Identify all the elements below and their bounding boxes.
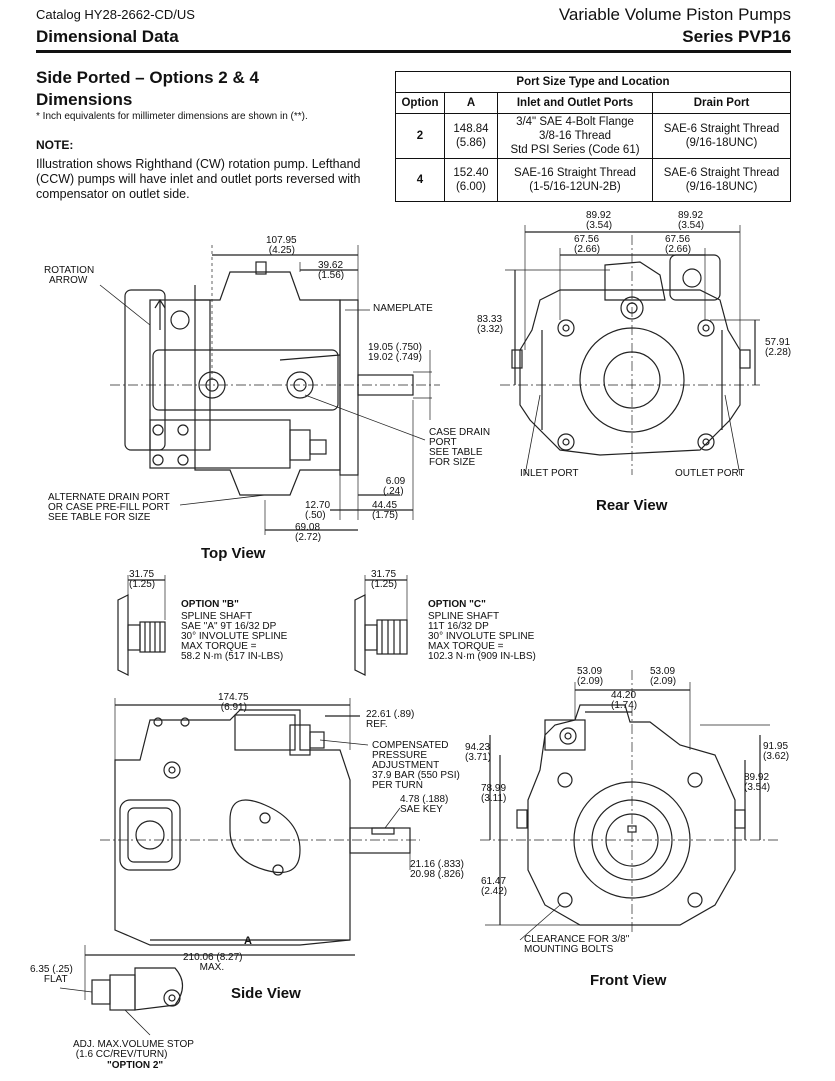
cell-inlet-3: Std PSI Series (Code 61) [510, 144, 640, 156]
note-heading: NOTE: [36, 138, 74, 152]
cell-a-in: (6.00) [455, 181, 487, 193]
flat-dim: 6.35 (.25) FLAT [30, 964, 73, 985]
dim-a-label: A [244, 935, 252, 947]
option-b-text: SPLINE SHAFT SAE "A" 9T 16/32 DP 30° INV… [181, 611, 288, 662]
series-name: Series PVP16 [682, 27, 791, 46]
cell-drain: SAE-6 Straight Thread (9/16-18UNC) [652, 158, 791, 202]
option-b-drawing [117, 575, 166, 676]
table-row: 4 152.40 (6.00) SAE-16 Straight Thread (1-… [395, 158, 791, 202]
dim-53-09-left: 53.09 (2.09) [577, 666, 604, 687]
dim-67-56-left: 67.56 (2.66) [574, 234, 601, 255]
nameplate-label: NAMEPLATE [373, 303, 433, 314]
cell-drain-2: (9/16-18UNC) [685, 137, 758, 149]
rotation-arrow-label: ROTATION ARROW [44, 265, 95, 286]
catalog-number: Catalog HY28-2662-CD/US [36, 7, 195, 22]
cell-inlet-2: 3/8-16 Thread [538, 130, 612, 142]
page-title: Side Ported – Options 2 & 4 Dimensions [36, 67, 366, 111]
dim-89-92: 89.92 (3.54) [744, 772, 771, 793]
top-view-drawing [99, 245, 440, 535]
option-c-dim: 31.75 (1.25) [371, 569, 398, 590]
inlet-port-label: INLET PORT [520, 468, 579, 479]
option-b-dim: 31.75 (1.25) [129, 569, 156, 590]
header-rule [36, 50, 791, 53]
dim-210-06: 210.06 (8.27) MAX. [183, 952, 243, 973]
option-b-title: OPTION "B" [181, 599, 239, 610]
cell-drain-1: SAE-6 Straight Thread [663, 167, 780, 179]
section-title: Dimensional Data [36, 27, 179, 46]
cell-a: 148.84 (5.86) [444, 113, 498, 159]
dim-6-09: 6.09 (.24) [383, 476, 406, 497]
dim-39-62: 39.62 (1.56) [318, 260, 345, 281]
outlet-port-label: OUTLET PORT [675, 468, 745, 479]
cell-drain-2: (9/16-18UNC) [685, 181, 758, 193]
dim-44-45: 44.45 (1.75) [372, 500, 399, 521]
cell-a-mm: 152.40 [453, 167, 489, 179]
option-c-text: SPLINE SHAFT 11T 16/32 DP 30° INVOLUTE S… [428, 611, 536, 662]
inch-footnote: * Inch equivalents for millimeter dimens… [36, 111, 308, 122]
cell-inlet-1: SAE-16 Straight Thread [514, 167, 636, 179]
cell-inlet: SAE-16 Straight Thread (1-5/16-12UN-2B) [497, 158, 653, 202]
front-view-drawing [480, 670, 780, 941]
rear-view-drawing [500, 225, 760, 476]
port-table-title: Port Size Type and Location [395, 71, 791, 93]
dim-91-95: 91.95 (3.62) [763, 741, 790, 762]
dim-78-99: 78.99 (3.11) [481, 783, 507, 804]
side-view-drawing [59, 698, 420, 1036]
dim-22-61: 22.61 (.89) REF. [366, 709, 415, 730]
clearance-label: CLEARANCE FOR 3/8" MOUNTING BOLTS [524, 934, 630, 955]
dim-94-23: 94.23 (3.71) [465, 742, 492, 763]
note-text: Illustration shows Righthand (CW) rotati… [36, 157, 361, 201]
shaft-diameter-dim: 19.05 (.750) 19.02 (.749) [368, 342, 422, 363]
cell-a-in: (5.86) [455, 137, 487, 149]
product-name: Variable Volume Piston Pumps [558, 5, 791, 24]
page-title-line1: Side Ported – Options 2 & 4 [36, 68, 259, 87]
cell-option: 2 [395, 113, 445, 159]
dim-89-92-left: 89.92 (3.54) [586, 210, 613, 231]
dim-174-75: 174.75 (6.91) [218, 692, 249, 713]
case-drain-label: CASE DRAIN PORT SEE TABLE FOR SIZE [429, 427, 491, 468]
adj-stop-label: ADJ. MAX.VOLUME STOP (1.6 CC/REV/TURN) [73, 1039, 194, 1060]
cell-inlet-1: 3/4" SAE 4-Bolt Flange [516, 116, 634, 128]
dim-53-09-right: 53.09 (2.09) [650, 666, 677, 687]
compensated-label: COMPENSATED PRESSURE ADJUSTMENT 37.9 BAR… [372, 740, 460, 791]
port-size-table: Port Size Type and Location Option A Inl… [395, 71, 791, 202]
col-inlet-outlet: Inlet and Outlet Ports [497, 92, 653, 114]
option-c-drawing [354, 575, 408, 676]
dim-69-08: 69.08 (2.72) [295, 522, 322, 543]
dim-67-56-right: 67.56 (2.66) [665, 234, 692, 255]
col-drain: Drain Port [652, 92, 791, 114]
dim-61-47: 61.47 (2.42) [481, 876, 508, 897]
dim-83-33: 83.33 (3.32) [477, 314, 504, 335]
dim-89-92-right: 89.92 (3.54) [678, 210, 705, 231]
cell-a: 152.40 (6.00) [444, 158, 498, 202]
dim-44-20: 44.20 (1.74) [611, 690, 638, 711]
col-a: A [444, 92, 498, 114]
option-2-label: "OPTION 2" [107, 1060, 164, 1071]
sae-key-label: 4.78 (.188) SAE KEY [400, 794, 449, 815]
dim-107-95: 107.95 (4.25) [266, 235, 297, 256]
alternate-drain-label: ALTERNATE DRAIN PORT OR CASE PRE-FILL PO… [48, 492, 170, 523]
dim-21-16: 21.16 (.833) 20.98 (.826) [410, 859, 464, 880]
dim-57-91: 57.91 (2.28) [765, 337, 792, 358]
rear-view-title: Rear View [596, 497, 668, 514]
option-c-title: OPTION "C" [428, 599, 486, 610]
cell-option: 4 [395, 158, 445, 202]
top-view-title: Top View [201, 545, 266, 562]
dim-12-70: 12.70 (.50) [305, 500, 331, 521]
front-view-title: Front View [590, 972, 667, 989]
side-view-title: Side View [231, 985, 301, 1002]
cell-drain-1: SAE-6 Straight Thread [663, 123, 780, 135]
cell-a-mm: 148.84 [453, 123, 489, 135]
cell-inlet-2: (1-5/16-12UN-2B) [529, 181, 621, 193]
page-title-line2: Dimensions [36, 90, 133, 109]
